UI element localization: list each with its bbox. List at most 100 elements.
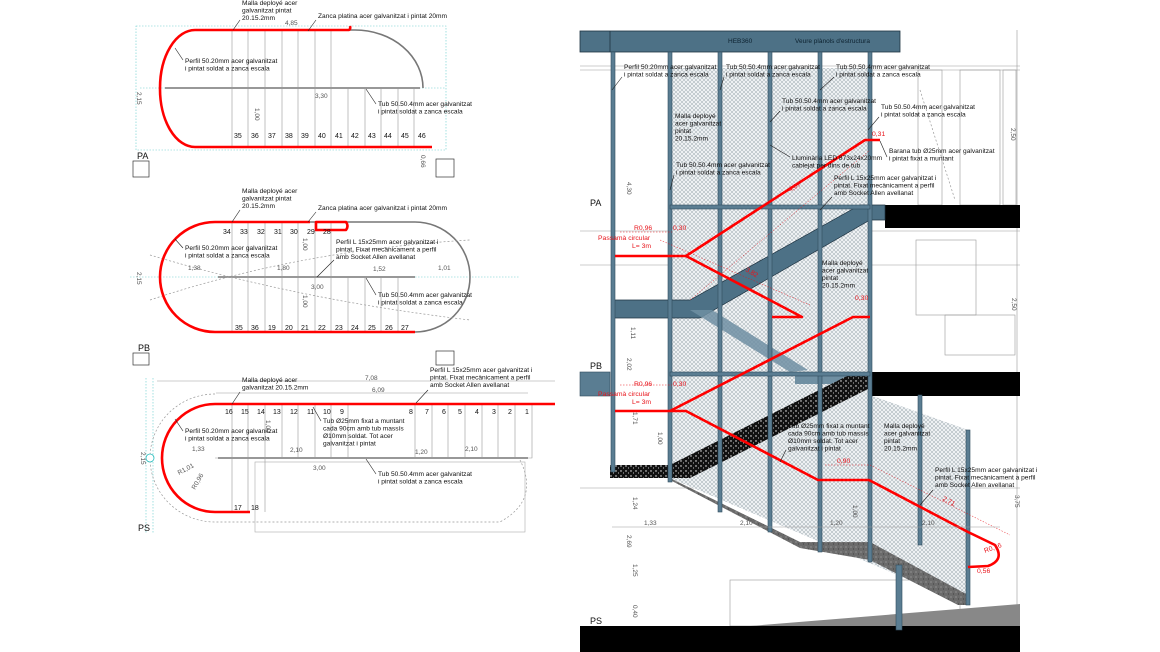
- tube-label: Tub 50.50.4mm acer galvanitzat: [378, 101, 472, 108]
- tube-label: i pintat soldat a zanca escala: [378, 479, 463, 486]
- profile-label: Perfil 50.20mm acer galvanitzat: [185, 58, 278, 65]
- tube-label: Tub 50.50.4mm acer galvanitzat: [378, 471, 472, 478]
- profile-label: i pintat soldat a zanca escala: [185, 253, 270, 260]
- handrail-label: Barana tub Ø25mm acer galvanitzat: [889, 148, 995, 155]
- step-number: 45: [401, 133, 409, 140]
- floor-slab-ps: [580, 626, 1020, 652]
- dim: 7,08: [365, 375, 378, 382]
- red-dim: 0,30: [855, 295, 868, 302]
- circular-rail-label: Passamà circular: [598, 391, 651, 398]
- step-number: 6: [442, 409, 446, 416]
- svg-text:Perfil L 15x25mm acer galvanit: Perfil L 15x25mm acer galvanitzat ipinta…: [935, 467, 1038, 489]
- angle-label: Perfil L 15x25mm acer galvanitzat i: [834, 175, 937, 182]
- rail-label: galvanitzat i pintat: [323, 441, 376, 448]
- red-dim: 0,90: [837, 458, 850, 465]
- step-number: 21: [301, 325, 309, 332]
- dim: 3,00: [313, 465, 326, 472]
- mesh-label: pintat: [884, 438, 900, 445]
- tube-label: i pintat soldat a zanca escala: [378, 300, 463, 307]
- angle-label: amb Socket Allen avellanat: [834, 190, 913, 197]
- dim-gap: 0,66: [419, 155, 426, 168]
- level-label: PS: [138, 523, 150, 533]
- rail-label: Ø10mm soldat. Tot acer: [323, 433, 394, 440]
- step-number: 32: [257, 229, 265, 236]
- dim: 1,52: [373, 266, 386, 273]
- rail-label: cada 90cm amb tub massís: [788, 431, 869, 438]
- mesh-label: Malla deployé: [822, 260, 863, 267]
- tube-label: Tub 50.50.4mm acer galvanitzat: [726, 64, 820, 71]
- lower-flight-treads: [610, 372, 870, 478]
- dim: 1,00: [301, 238, 308, 251]
- angle-label: Perfil L 15x25mm acer galvanitzat i: [430, 367, 533, 374]
- profile-label: i pintat soldat a zanca escala: [624, 72, 709, 79]
- dim: 2,10: [922, 520, 935, 527]
- tube-label: i pintat soldat a zanca escala: [836, 72, 921, 79]
- angle-label: amb Socket Allen avellanat: [336, 254, 415, 261]
- dim-width: 2,15: [135, 92, 142, 105]
- red-dim: R0,96: [634, 225, 652, 232]
- posts: [579, 51, 971, 631]
- dim: 0,40: [631, 605, 638, 618]
- circular-rail-label: L= 3m: [632, 399, 651, 406]
- dim: 2,15: [139, 452, 146, 465]
- mesh-label: galvanitzat 20.15.2mm: [242, 385, 309, 392]
- led-label: Lluminària LED 873x24x20mm: [792, 155, 883, 162]
- angle-label: Perfil L 15x25mm acer galvanitzat i: [336, 239, 439, 246]
- profile-label: Perfil 50.20mm acer galvanitzat: [624, 64, 717, 71]
- step-number: 31: [274, 229, 282, 236]
- angle-label: Perfil L 15x25mm acer galvanitzat i: [935, 467, 1038, 474]
- dim-length: 4,85: [285, 20, 298, 27]
- step-number: 36: [251, 325, 259, 332]
- tube-label: Tub 50.50.4mm acer galvanitzat: [782, 98, 876, 105]
- dim: 1,71: [631, 412, 638, 425]
- red-dim: 0,30: [673, 225, 686, 232]
- handrail-red: [158, 28, 432, 149]
- profile-label: i pintat soldat a zanca escala: [185, 66, 270, 73]
- dim: 3,00: [311, 284, 324, 291]
- floor-slab-pb: [870, 372, 1020, 396]
- angle-label: pintat. Fixat mecànicament a perfil: [430, 375, 531, 382]
- tube-label: i pintat soldat a zanca escala: [782, 106, 867, 113]
- level-label: PS: [590, 616, 602, 626]
- rail-label: galvanitzat i pintat: [788, 446, 841, 453]
- dim: 1,38: [188, 265, 201, 272]
- step-number: 1: [525, 409, 529, 416]
- section-elevation: HEB360 Veure plànols d'estructura: [579, 30, 1038, 652]
- mesh-label: Malla deployé: [675, 113, 716, 120]
- dim: 1,25: [631, 564, 638, 577]
- step-number: 23: [335, 325, 343, 332]
- step-number: 29: [307, 229, 315, 236]
- step-number: 4: [475, 409, 479, 416]
- handrail-label: i pintat fixat a muntant: [889, 156, 954, 163]
- step-number: 16: [225, 409, 233, 416]
- step-number: 22: [318, 325, 326, 332]
- step-number: 24: [351, 325, 359, 332]
- dim: 1,33: [192, 446, 205, 453]
- red-dim: 0,31: [872, 131, 885, 138]
- step-number: 17: [234, 505, 242, 512]
- step-number: 43: [368, 133, 376, 140]
- step-numbers: 35 36 37 38 39 40 41 42 43 44 45 46: [234, 133, 426, 140]
- red-dim: 0,56: [977, 568, 990, 575]
- mesh-label: 20.15.2mm: [675, 136, 708, 143]
- rail-label: Ø10mm soldat. Tot acer: [788, 438, 859, 445]
- step-number: 5: [458, 409, 462, 416]
- step-number: 19: [268, 325, 276, 332]
- tube-label: i pintat soldat a zanca escala: [881, 112, 966, 119]
- mesh-label: 20.15.2mm: [884, 446, 917, 453]
- heb360-beam: [579, 30, 901, 53]
- dim: 2,15: [135, 272, 142, 285]
- step-number: 42: [351, 133, 359, 140]
- angle-label: pintat. Fixat mecànicament a perfil: [834, 183, 935, 190]
- svg-text:Perfil L 15x25mm acer galvanit: Perfil L 15x25mm acer galvanitzat ipinta…: [430, 367, 533, 389]
